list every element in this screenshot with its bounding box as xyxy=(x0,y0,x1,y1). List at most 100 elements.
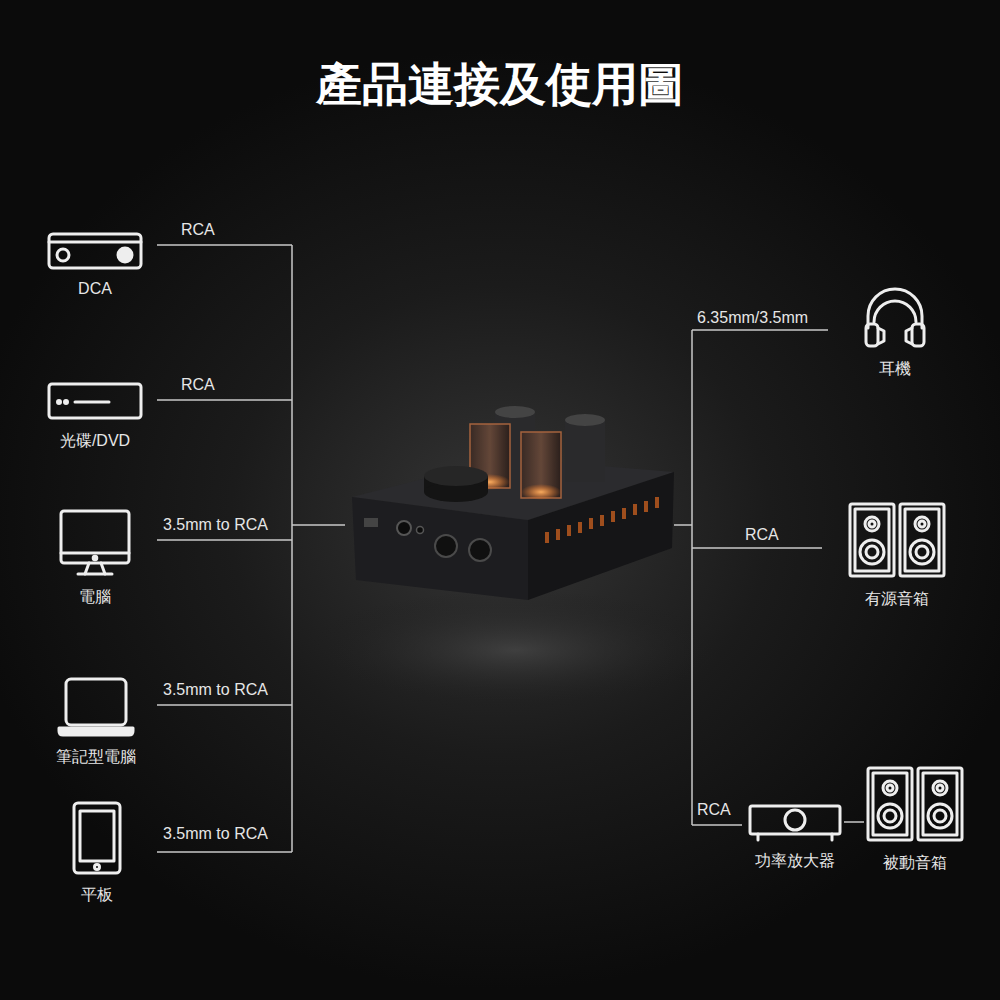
drawn-shape xyxy=(866,546,878,558)
drawn-shape xyxy=(61,511,129,563)
device-node: 耳機 xyxy=(857,278,933,378)
drawn-shape xyxy=(66,679,126,725)
vent xyxy=(655,497,659,508)
drawn-shape xyxy=(49,234,141,268)
drawn-shape xyxy=(47,380,143,422)
drawn-shape xyxy=(918,768,962,840)
drawn-shape xyxy=(848,502,946,580)
drawn-shape xyxy=(869,521,875,527)
wire xyxy=(157,539,292,541)
volume-knob-top xyxy=(424,466,488,486)
drawn-shape xyxy=(919,521,925,527)
device-node: 電腦 xyxy=(56,508,134,606)
vent xyxy=(589,518,593,529)
wire xyxy=(157,851,292,853)
device-icon xyxy=(859,278,931,350)
drawn-shape xyxy=(831,834,834,840)
amplifier-illustration xyxy=(305,406,725,710)
device-icon xyxy=(866,766,964,844)
rear-cylinder-top xyxy=(565,414,605,426)
drawn-shape xyxy=(878,804,902,828)
drawn-shape xyxy=(74,803,120,873)
treble-knob xyxy=(435,535,457,557)
drawn-shape xyxy=(883,781,897,795)
drawn-shape xyxy=(884,810,896,822)
drawn-shape xyxy=(905,509,939,571)
drawn-shape xyxy=(49,234,141,268)
drawn-shape xyxy=(912,324,924,346)
drawn-shape xyxy=(95,865,100,870)
device-label: DCA xyxy=(78,280,112,298)
wire xyxy=(292,524,345,526)
drawn-shape xyxy=(873,773,907,835)
drawn-shape xyxy=(61,552,129,555)
front-port xyxy=(364,518,378,527)
drawn-shape xyxy=(118,248,132,262)
drawn-shape xyxy=(71,800,123,876)
drawn-shape xyxy=(878,328,884,344)
device-label: 平板 xyxy=(81,886,113,904)
device-label: 筆記型電腦 xyxy=(56,748,136,766)
vent xyxy=(567,525,571,536)
drawn-shape xyxy=(78,573,112,576)
wire xyxy=(157,704,292,706)
drawn-shape xyxy=(915,517,929,531)
drawn-shape xyxy=(937,785,943,791)
device-node: 功率放大器 xyxy=(746,802,844,870)
bass-knob xyxy=(469,539,491,561)
drawn-shape xyxy=(49,384,141,418)
drawn-shape xyxy=(887,785,893,791)
amp-front xyxy=(352,497,528,600)
device-label: 功率放大器 xyxy=(755,852,835,870)
wire xyxy=(157,399,292,401)
drawn-shape xyxy=(928,804,952,828)
tube-glow xyxy=(521,484,561,500)
drawn-shape xyxy=(934,810,946,822)
drawn-shape xyxy=(785,810,805,830)
drawn-shape xyxy=(859,278,931,350)
drawn-shape xyxy=(860,540,884,564)
connector-label: 6.35mm/3.5mm xyxy=(697,309,808,327)
drawn-shape xyxy=(874,301,916,322)
drawn-shape xyxy=(750,806,840,840)
drawn-shape xyxy=(868,768,912,840)
device-node: 被動音箱 xyxy=(864,766,966,872)
device-label: 電腦 xyxy=(79,588,111,606)
drawn-shape xyxy=(49,384,141,418)
vent xyxy=(556,529,560,540)
device-label: 有源音箱 xyxy=(865,590,929,608)
drawn-shape xyxy=(933,781,947,795)
device-node: 平板 xyxy=(69,800,125,904)
vent xyxy=(545,532,549,543)
drawn-shape xyxy=(866,289,924,346)
connector-label: RCA xyxy=(181,376,215,394)
drawn-shape xyxy=(750,806,840,834)
drawn-shape xyxy=(58,508,132,578)
vent xyxy=(644,501,648,512)
drawn-shape xyxy=(748,802,842,842)
diagram-title: 產品連接及使用圖 xyxy=(0,56,1000,112)
drawn-shape xyxy=(47,232,143,270)
device-label: 被動音箱 xyxy=(883,854,947,872)
wire-bus xyxy=(291,245,293,852)
wire xyxy=(692,547,822,549)
connector-label: 3.5mm to RCA xyxy=(163,825,268,843)
drawn-shape xyxy=(59,679,133,735)
connector-label: 3.5mm to RCA xyxy=(163,516,268,534)
drawn-shape xyxy=(58,401,61,404)
drawn-shape xyxy=(865,517,879,531)
drawn-shape xyxy=(855,509,889,571)
connector-label: RCA xyxy=(745,526,779,544)
wire xyxy=(674,524,692,526)
drawn-shape xyxy=(85,563,105,574)
device-icon xyxy=(71,800,123,876)
drawn-shape xyxy=(916,546,928,558)
vent xyxy=(611,511,615,522)
connector-label: RCA xyxy=(181,221,215,239)
drawn-shape xyxy=(93,556,97,560)
connector xyxy=(844,821,864,823)
vent xyxy=(600,515,604,526)
device-icon xyxy=(57,676,135,738)
device-label: 耳機 xyxy=(879,360,911,378)
